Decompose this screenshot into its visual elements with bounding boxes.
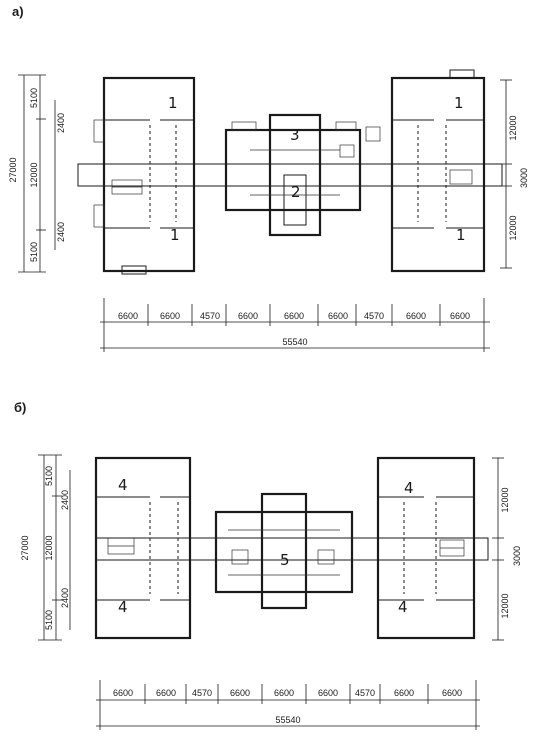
plan-a-bottom-dim-8: 6600 — [450, 311, 470, 321]
plan-b-room-left-top: 4 — [118, 476, 128, 494]
plan-a-room-right-bottom: 1 — [456, 226, 466, 244]
plan-a-corridor — [77, 163, 503, 187]
plan-b-right-dim-0: 12000 — [500, 487, 510, 512]
plan-b-room-right-top: 4 — [404, 479, 414, 497]
plan-a-bottom-dim-2: 4570 — [200, 311, 220, 321]
plan-a-bottom-dim-4: 6600 — [284, 311, 304, 321]
plan-a-label: а) — [12, 4, 24, 19]
plan-b-left-outer-label: 27000 — [20, 535, 30, 560]
plan-b-bottom-dim-6: 4570 — [355, 688, 375, 698]
plan-b-left-inner-1: 12000 — [44, 535, 54, 560]
plan-b-left-wing — [94, 456, 192, 640]
plan-a-left-side-0: 2400 — [56, 113, 66, 133]
plan-a-left-outer-label: 27000 — [8, 157, 18, 182]
plan-a-room-right-top: 1 — [454, 94, 464, 112]
plan-a-room-2: 2 — [291, 183, 301, 201]
plan-b-left-inner-0: 5100 — [44, 466, 54, 486]
plan-b-total-length: 55540 — [275, 715, 300, 725]
plan-b-bottom-dim-1: 6600 — [156, 688, 176, 698]
plan-b-bottom-dim-0: 6600 — [113, 688, 133, 698]
plan-a-right-dim-0: 12000 — [508, 115, 518, 140]
plan-a-left-inner-0: 5100 — [29, 88, 39, 108]
plan-a-right-dim-2: 12000 — [508, 215, 518, 240]
plan-a-bottom-dim-5: 6600 — [328, 311, 348, 321]
plan-a-right-dim-1: 3000 — [519, 168, 529, 188]
plan-b-bottom-dim-8: 6600 — [442, 688, 462, 698]
plan-b-bottom-dim-5: 6600 — [318, 688, 338, 698]
plan-a-left-wing — [102, 76, 196, 273]
plan-a-left-inner-2: 5100 — [29, 242, 39, 262]
plan-b-bottom-dim-3: 6600 — [230, 688, 250, 698]
plan-b-right-dim-1: 3000 — [512, 546, 522, 566]
plan-a-room-left-top: 1 — [168, 94, 178, 112]
plan-b-room-right-bottom: 4 — [398, 598, 408, 616]
plan-a-bottom-dim-0: 6600 — [118, 311, 138, 321]
plan-a-total-length: 55540 — [282, 337, 307, 347]
plan-b-room-left-bottom: 4 — [118, 598, 128, 616]
plan-a-left-side-1: 2400 — [56, 222, 66, 242]
plan-a-bottom-dim-1: 6600 — [160, 311, 180, 321]
plan-a-center-block — [224, 128, 362, 212]
plan-a-courtyard — [283, 174, 307, 226]
plan-a-bottom-dim-3: 6600 — [238, 311, 258, 321]
plan-b-right-wing — [376, 456, 476, 640]
plan-b-label: б) — [14, 400, 26, 415]
plan-b-bottom-dim-4: 6600 — [274, 688, 294, 698]
plan-b-center-block — [214, 510, 354, 594]
plan-a-left-inner-1: 12000 — [29, 162, 39, 187]
plan-b: б) 27000 5100 12000 5100 2400 2400 — [14, 400, 522, 730]
plan-a-bottom-dim-7: 6600 — [406, 311, 426, 321]
plan-b-bottom-dim-7: 6600 — [394, 688, 414, 698]
plan-a-room-3: 3 — [290, 126, 300, 144]
plan-a: а) 27000 5100 12000 5100 2400 2400 — [8, 4, 529, 352]
plan-b-corridor — [95, 537, 489, 561]
plan-a-right-wing — [390, 76, 486, 273]
plan-a-bottom-dim-6: 4570 — [364, 311, 384, 321]
plan-b-left-inner-2: 5100 — [44, 610, 54, 630]
plan-b-bottom-dim-2: 4570 — [192, 688, 212, 698]
plan-b-room-5: 5 — [280, 551, 290, 569]
plan-b-left-side-1: 2400 — [60, 588, 70, 608]
plan-b-left-side-0: 2400 — [60, 490, 70, 510]
plan-b-right-dim-2: 12000 — [500, 593, 510, 618]
plan-a-room-left-bottom: 1 — [170, 226, 180, 244]
